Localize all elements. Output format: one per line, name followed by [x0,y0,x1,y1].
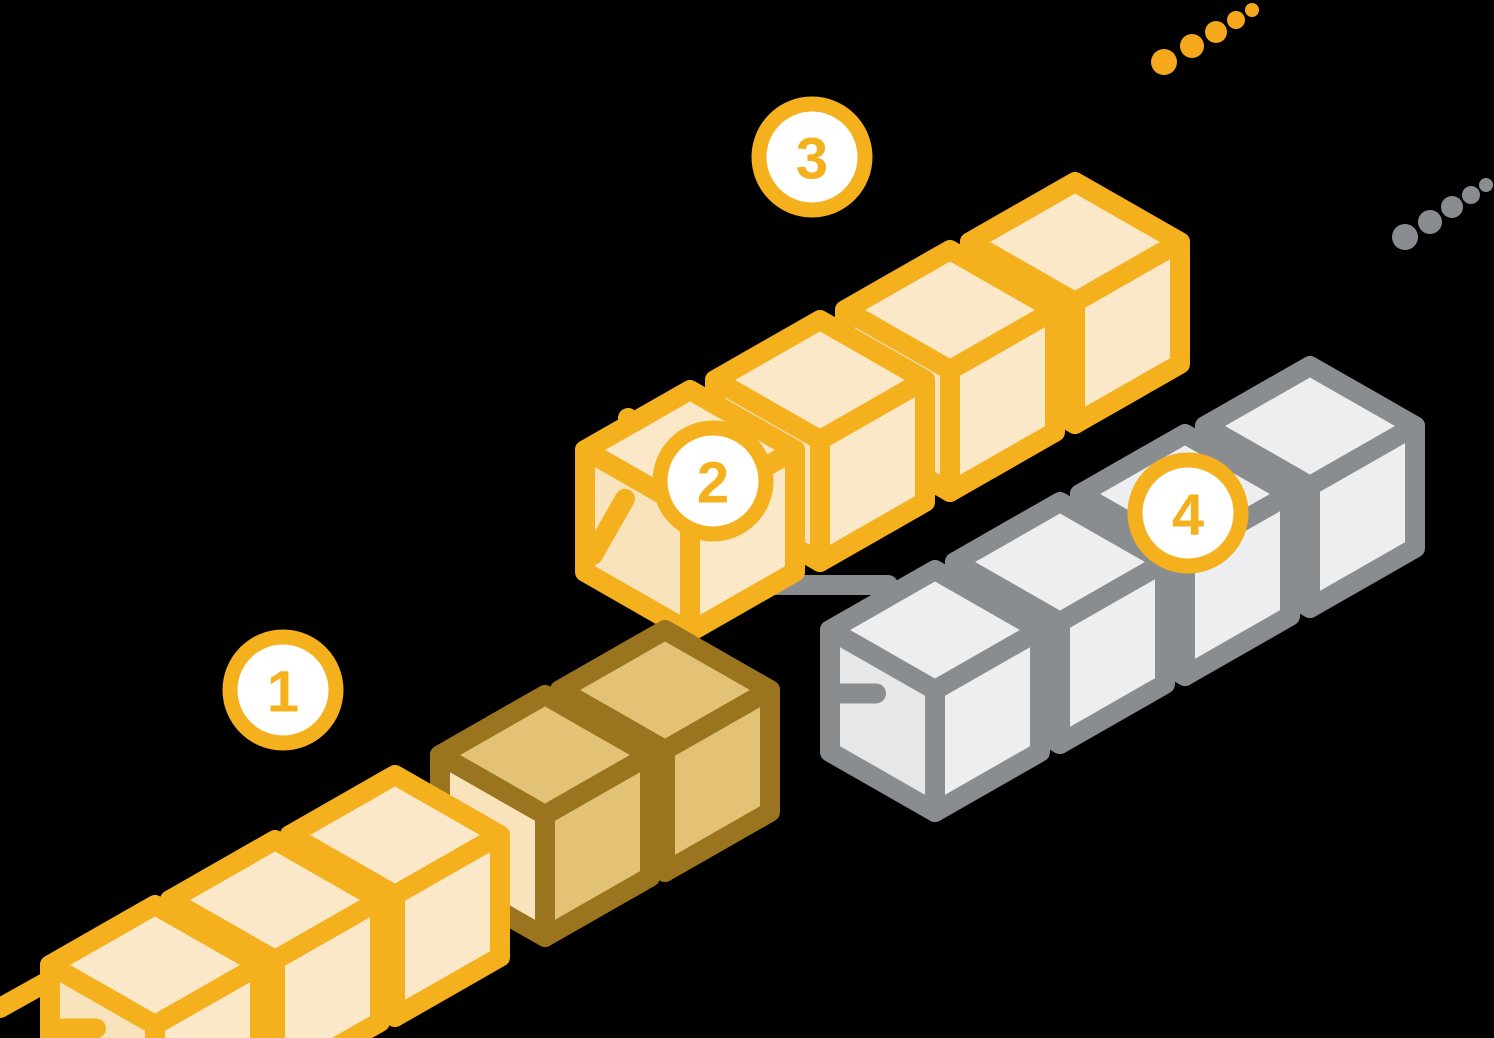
cube-face-right [275,900,380,1038]
cube-inner-edges [945,552,1175,754]
badge-label: 2 [697,451,729,516]
cube-inner-edges [550,680,780,882]
badge-circle [652,420,774,542]
block-cube [705,310,935,572]
main-chain [40,620,780,1038]
block-cube [820,560,1050,822]
chain-tail-dot [1479,178,1493,192]
cube-inner-edges [430,745,660,947]
badge-1[interactable]: 1 [222,629,344,751]
block-cube [40,895,270,1038]
chain-tail-dot [1227,11,1245,29]
chain-tail-dot [1441,196,1463,218]
chain-tail-dot [1180,34,1204,58]
badge-2[interactable]: 2 [652,420,774,542]
step-badges: 1 2 3 4 [222,96,1249,751]
chain-tail-dot [1245,3,1259,17]
chain-blocks [40,172,1425,1038]
badge-3[interactable]: 3 [751,96,873,218]
badge-label: 1 [267,660,299,725]
badge-circle [222,629,344,751]
cube-fork-stub [583,488,635,565]
badge-circle [1127,452,1249,574]
cube-inner-edges [1195,416,1425,618]
cube-inner-edges [280,825,510,1027]
cube-inner-edges [960,232,1190,434]
cube-inner-edges [40,955,270,1038]
cube-inner-edges [820,620,1050,822]
badge-4[interactable]: 4 [1127,452,1249,574]
cube-inner-edges [160,890,390,1038]
badge-label: 3 [796,127,828,192]
chain-tail-dot [1205,21,1227,43]
badge-label: 4 [1172,483,1204,548]
chain-tail-dot [1462,186,1480,204]
cube-inner-edges [705,370,935,572]
badge-circle [751,96,873,218]
chain-tail-dot [1151,49,1177,75]
chain-tail-dot [1392,224,1418,250]
chain-tail-dot [1418,210,1442,234]
cube-inner-edges [835,300,1065,502]
